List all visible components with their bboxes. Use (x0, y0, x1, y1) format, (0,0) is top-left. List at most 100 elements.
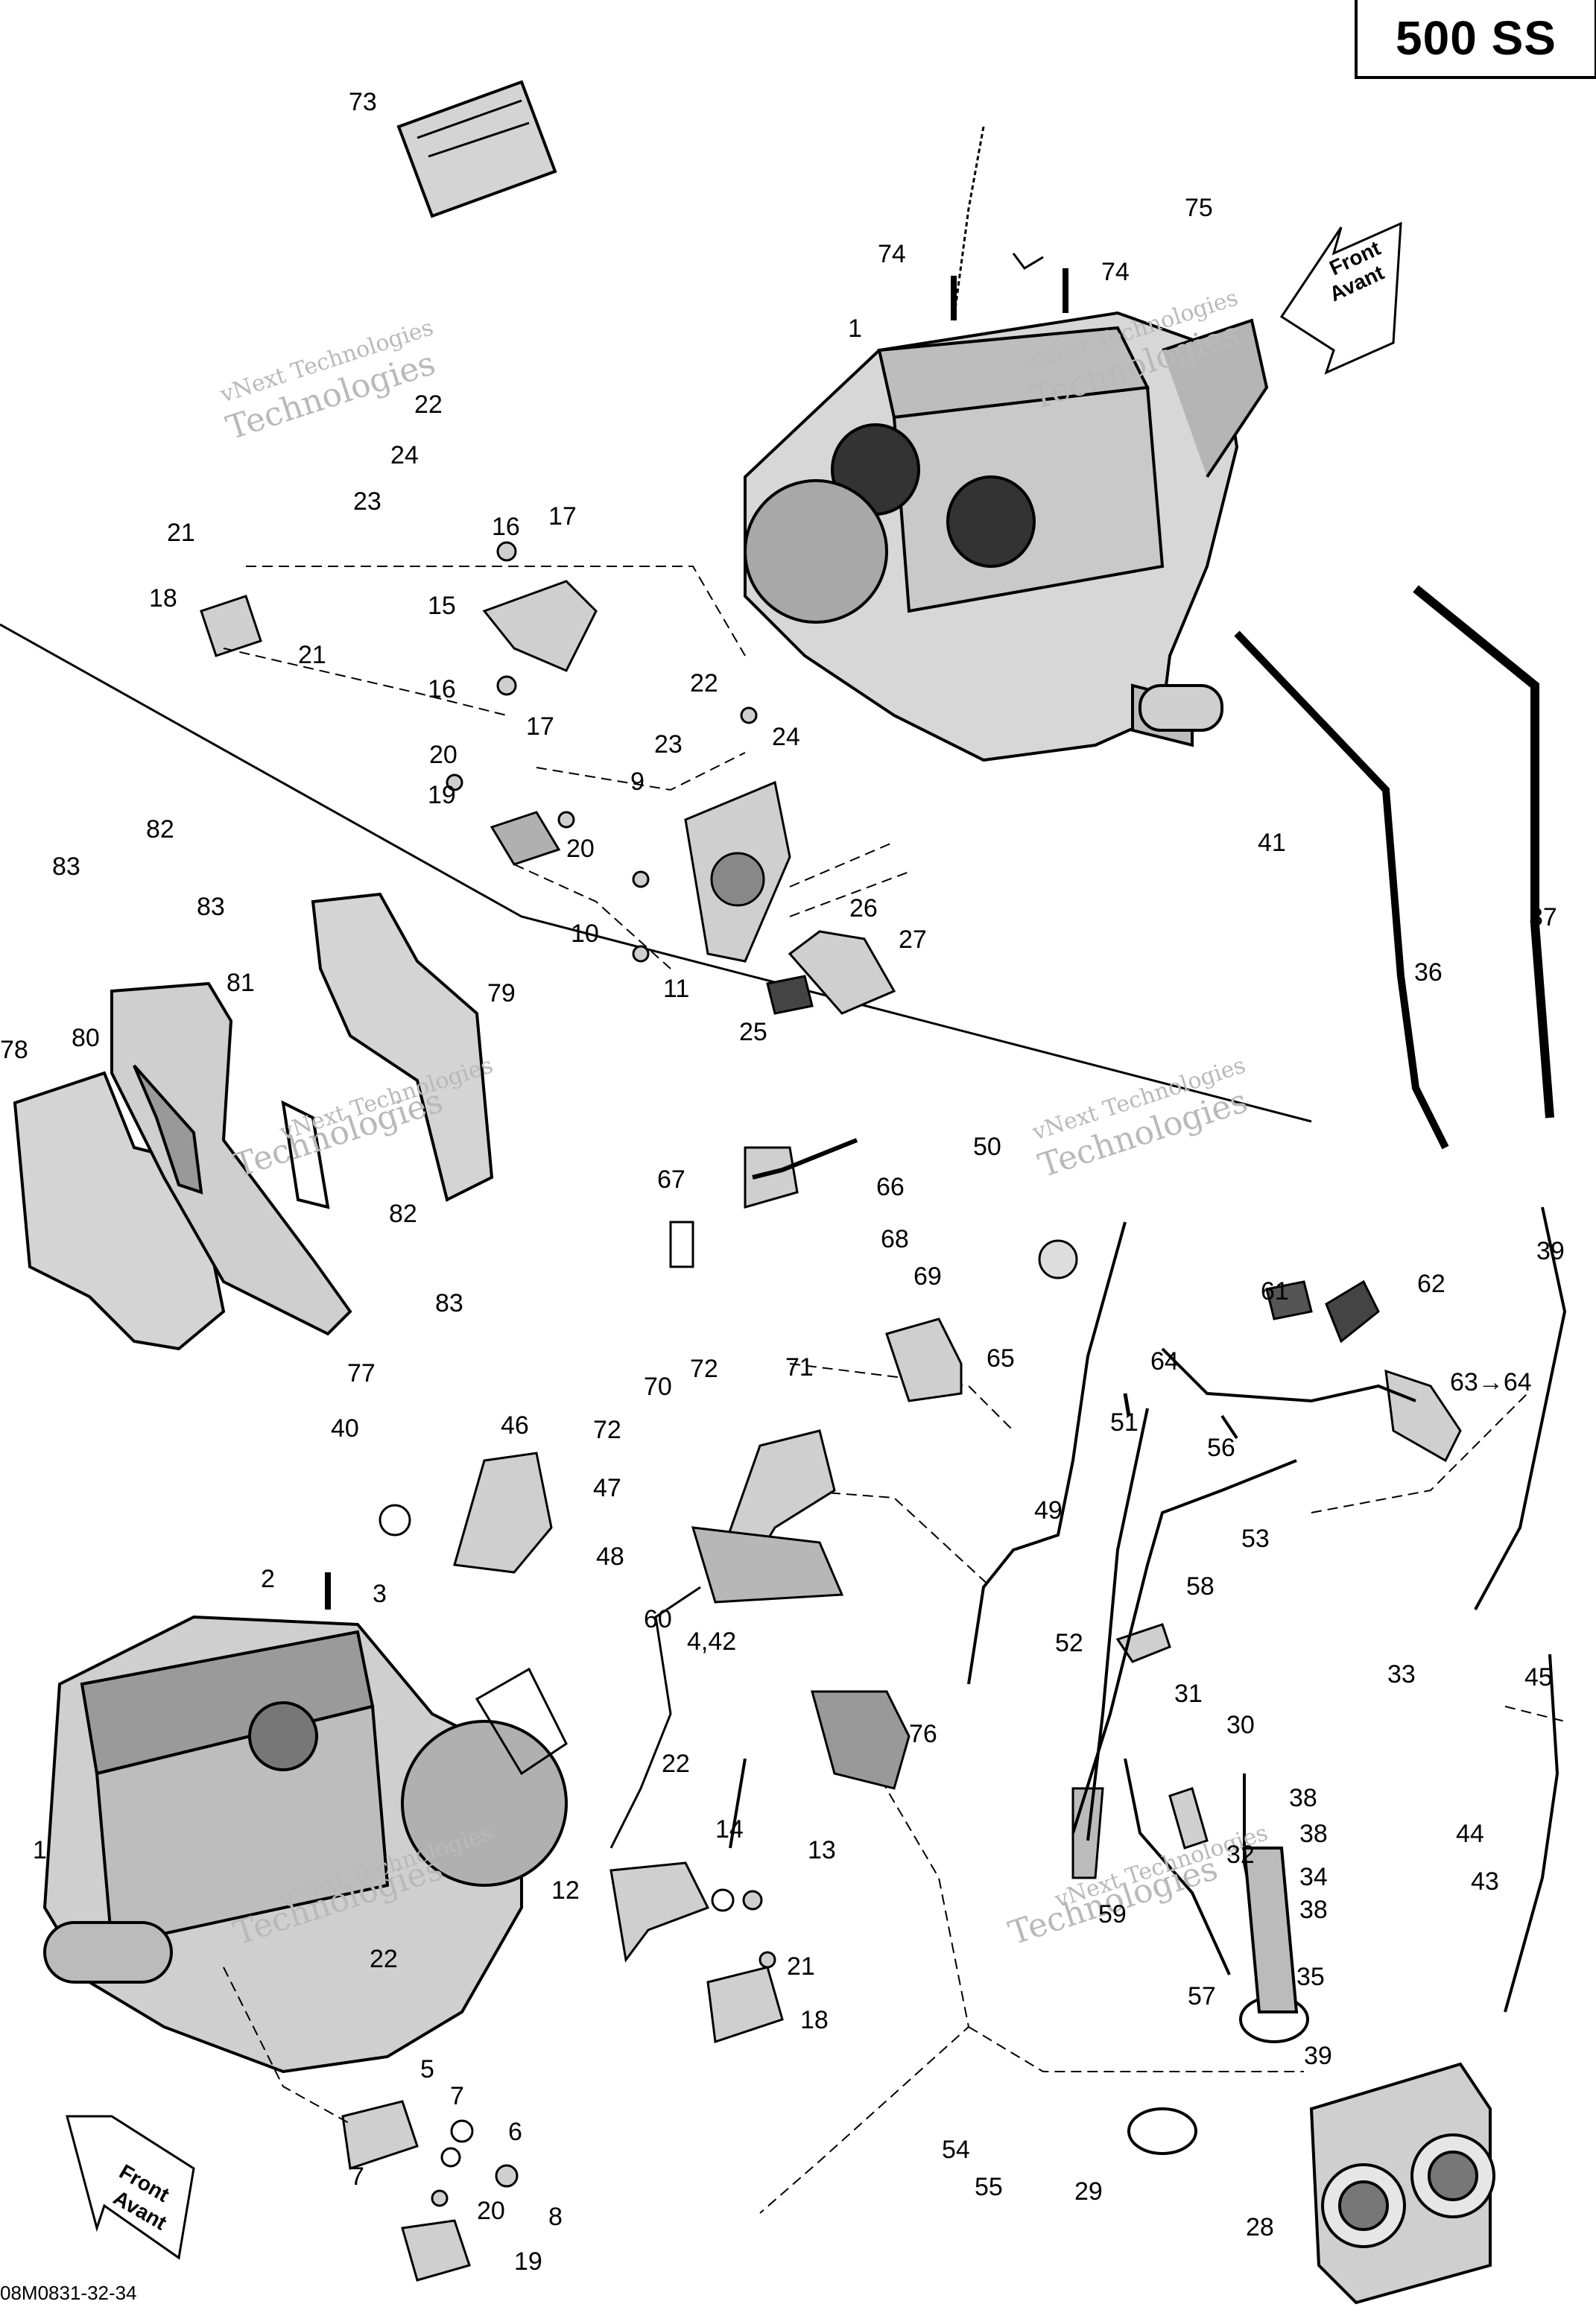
callout: 24 (772, 723, 800, 751)
callout: 45 (1524, 1663, 1553, 1692)
callout: 11 (663, 975, 689, 1003)
callout: 33 (1387, 1660, 1416, 1689)
callout: 1 (33, 1836, 47, 1864)
callout: 68 (881, 1225, 909, 1253)
callout: 1 (848, 314, 862, 343)
callout: 22 (370, 1945, 398, 1973)
callout: 20 (429, 741, 457, 769)
callout: 7 (350, 2162, 364, 2191)
callout: 59 (1098, 1900, 1127, 1928)
callout: 22 (690, 669, 718, 697)
callout: 52 (1055, 1629, 1083, 1657)
callout: 19 (514, 2247, 542, 2276)
callout: 77 (347, 1359, 376, 1388)
callout: 37 (1529, 903, 1557, 931)
callout: 19 (428, 781, 456, 809)
callout: 49 (1034, 1496, 1063, 1525)
callout: 74 (878, 240, 906, 268)
callout: 27 (899, 925, 927, 954)
callout: 56 (1207, 1434, 1235, 1462)
callout: 80 (72, 1024, 100, 1052)
callout: 78 (0, 1036, 28, 1064)
callout: 54 (942, 2136, 970, 2164)
callout: 25 (739, 1018, 767, 1046)
callout: 72 (593, 1416, 621, 1444)
callout: 83 (52, 852, 80, 881)
callout: 13 (808, 1836, 836, 1864)
callout: 47 (593, 1474, 621, 1502)
belt-guard-parts (13, 892, 494, 1351)
callout: 43 (1471, 1867, 1499, 1896)
electrical-parts (379, 1146, 1462, 1879)
callout: 64 (1150, 1347, 1179, 1376)
model-label: 500 SS (1396, 11, 1557, 65)
callout: 18 (149, 584, 177, 613)
callout: 82 (146, 815, 174, 844)
callout: 75 (1185, 194, 1213, 222)
callout: 38 (1299, 1820, 1328, 1848)
callout: 58 (1186, 1572, 1215, 1601)
leader-lines-upper (223, 566, 910, 969)
callout: 16 (428, 675, 456, 703)
callout: 48 (596, 1542, 624, 1571)
callout: 34 (1299, 1863, 1328, 1891)
callout: 22 (662, 1750, 690, 1778)
callout: 18 (800, 2006, 829, 2034)
callout-labels: 73 74 74 75 1 22 24 23 16 17 21 18 15 21… (0, 88, 1565, 2276)
callout: 10 (571, 920, 599, 948)
callout: 21 (787, 1952, 815, 1981)
callout: 67 (657, 1165, 685, 1194)
part-73-module (396, 80, 557, 218)
callout: 55 (975, 2173, 1003, 2201)
callout: 36 (1414, 958, 1443, 987)
callout: 73 (349, 88, 377, 116)
callout: 8 (548, 2203, 563, 2231)
callout: 21 (298, 641, 326, 669)
callout: 35 (1296, 1963, 1325, 1991)
callout: 69 (913, 1262, 942, 1291)
callout: 31 (1174, 1680, 1203, 1708)
callout: 2 (261, 1565, 275, 1593)
callout: 46 (501, 1411, 529, 1440)
callout: 65 (987, 1344, 1015, 1373)
engine-bottom-illustration (42, 1572, 568, 2074)
callout: 40 (331, 1414, 359, 1443)
callout: 22 (414, 390, 443, 419)
callout: 71 (785, 1353, 814, 1382)
callout: 70 (644, 1373, 672, 1401)
callout: 28 (1246, 2213, 1274, 2241)
callout: 81 (227, 969, 255, 997)
callout: 50 (973, 1133, 1001, 1161)
section-divider (0, 623, 1312, 1123)
callout: 26 (849, 894, 878, 923)
callout: 53 (1241, 1525, 1270, 1553)
callout: 82 (389, 1200, 417, 1228)
callout: 60 (644, 1605, 672, 1633)
callout: 9 (630, 768, 645, 796)
callout: 32 (1226, 1841, 1255, 1869)
callout: 76 (909, 1720, 937, 1748)
callout: 44 (1456, 1820, 1484, 1848)
callout: 15 (428, 592, 456, 620)
mount-parts-upper (200, 541, 896, 1015)
callout: 57 (1188, 1982, 1216, 2010)
callout: 61 (1261, 1277, 1289, 1306)
watermark-3b: Technologies (229, 1082, 448, 1185)
callout: 16 (492, 513, 520, 541)
callout: 12 (551, 1876, 580, 1905)
callout: 17 (526, 712, 554, 741)
callout: 17 (548, 502, 577, 531)
callout: 14 (715, 1815, 744, 1844)
mount-parts-lower (341, 1861, 784, 2282)
callout: 20 (477, 2197, 505, 2225)
front-arrow-top: Front Avant (1279, 221, 1402, 375)
callout: 39 (1536, 1237, 1565, 1265)
callout: 63→64 (1450, 1368, 1532, 1396)
callout: 83 (435, 1289, 463, 1317)
callout: 38 (1289, 1784, 1317, 1812)
engine-top-illustration (744, 126, 1269, 762)
callout: 7 (450, 2082, 464, 2110)
cables-and-hoses (475, 585, 1567, 2013)
callout: 62 (1417, 1270, 1445, 1298)
